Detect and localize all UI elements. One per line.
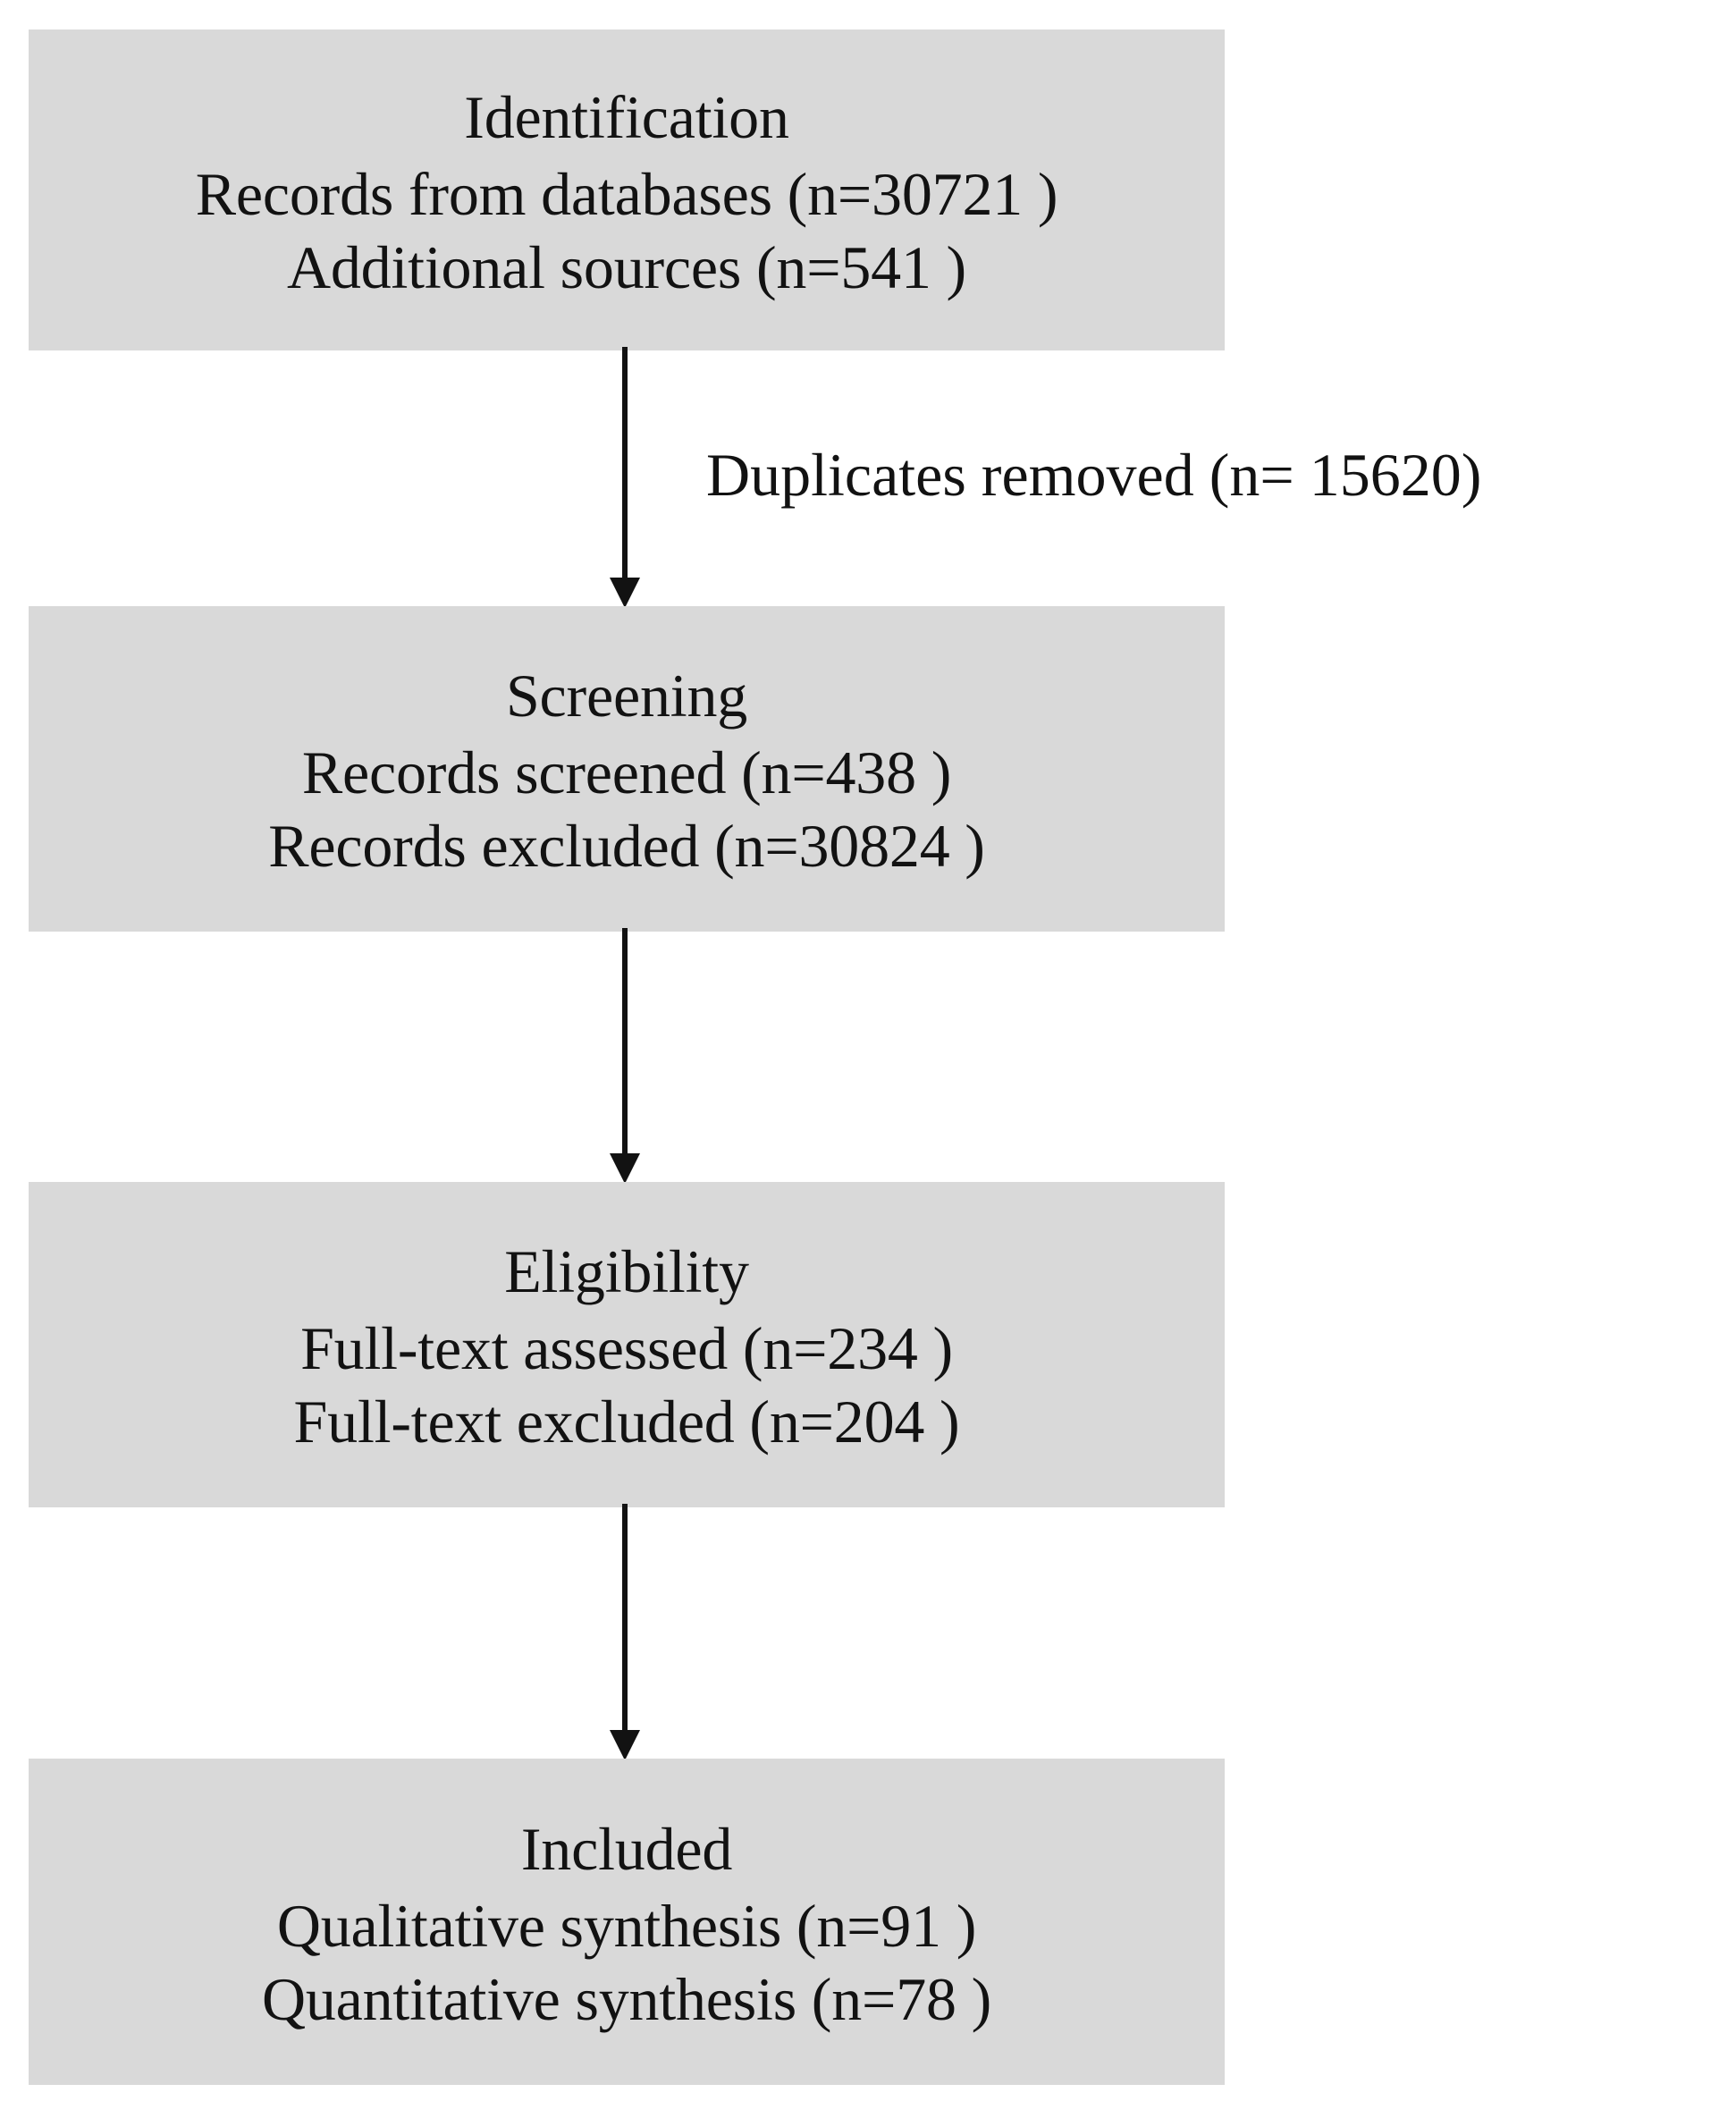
- stage-line-records-excluded: Records excluded (n=30824 ): [268, 812, 985, 880]
- stage-title-eligibility: Eligibility: [504, 1237, 749, 1305]
- arrow-shaft: [622, 928, 628, 1157]
- stage-box-eligibility: Eligibility Full-text assessed (n=234 ) …: [29, 1182, 1225, 1507]
- arrow-head-icon: [610, 578, 640, 608]
- stage-box-screening: Screening Records screened (n=438 ) Reco…: [29, 606, 1225, 932]
- stage-line-full-text-excluded: Full-text excluded (n=204 ): [293, 1388, 960, 1456]
- stage-line-records-screened: Records screened (n=438 ): [301, 738, 952, 806]
- stage-line-qualitative-synthesis: Qualitative synthesis (n=91 ): [276, 1891, 977, 1960]
- annotation-duplicates-removed: Duplicates removed (n= 15620): [706, 441, 1482, 509]
- stage-line-records-from-databases: Records from databases (n=30721 ): [195, 159, 1058, 228]
- stage-box-identification: Identification Records from databases (n…: [29, 30, 1225, 350]
- stage-title-screening: Screening: [505, 662, 748, 730]
- arrow-head-icon: [610, 1730, 640, 1760]
- stage-box-included: Included Qualitative synthesis (n=91 ) Q…: [29, 1759, 1225, 2085]
- stage-line-additional-sources: Additional sources (n=541 ): [286, 232, 967, 301]
- arrow-shaft: [622, 1504, 628, 1734]
- stage-line-full-text-assessed: Full-text assessed (n=234 ): [300, 1314, 953, 1382]
- stage-title-identification: Identification: [464, 82, 789, 151]
- stage-title-included: Included: [520, 1814, 733, 1883]
- arrow-shaft: [622, 347, 628, 581]
- stage-line-quantitative-synthesis: Quantitative synthesis (n=78 ): [261, 1964, 992, 2033]
- arrow-head-icon: [610, 1153, 640, 1184]
